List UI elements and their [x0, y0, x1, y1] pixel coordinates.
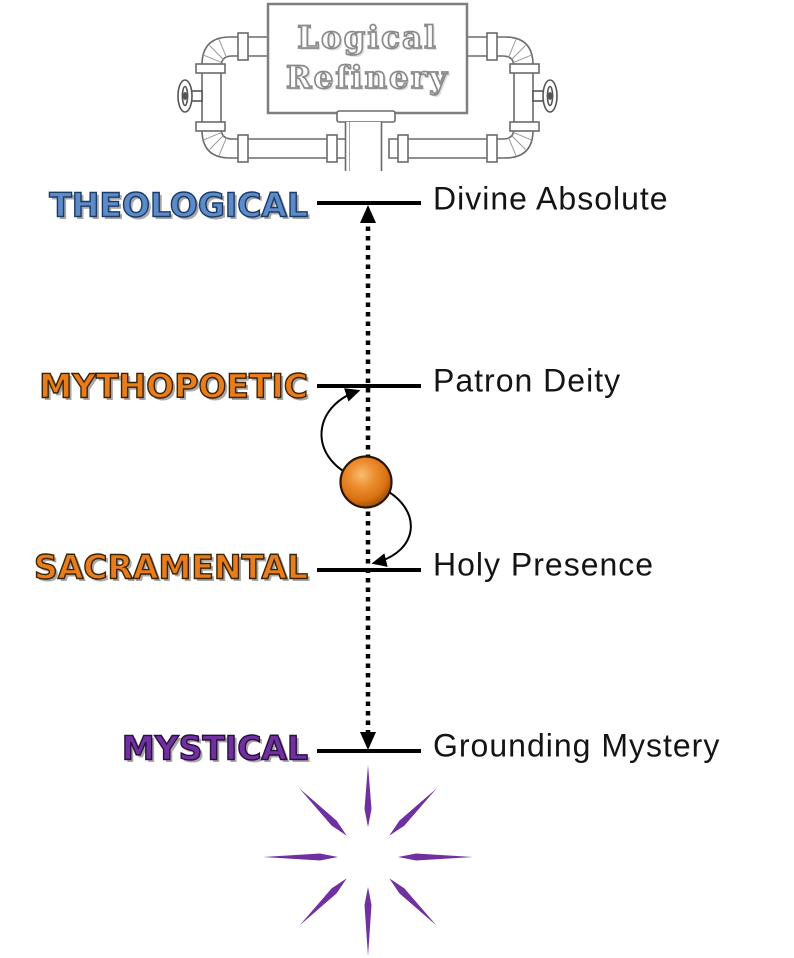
outlet-pipe	[336, 110, 396, 171]
concept-label-patron-deity: Patron Deity	[433, 362, 622, 399]
oscillation-arrows	[320, 388, 412, 567]
elbow-hatching	[203, 39, 532, 156]
refinery-pipes-icon	[177, 32, 558, 163]
level-label-mystical: MYSTICAL	[121, 728, 308, 768]
curved-arrow-up-icon	[320, 388, 361, 477]
level-label-theological: THEOLOGICAL	[49, 185, 309, 225]
right-valve-wheel-icon	[532, 79, 558, 113]
level-label-mythopoetic: MYTHOPOETIC	[39, 366, 309, 406]
orange-sphere-icon	[339, 455, 393, 509]
refinery-title: Logical Refinery	[268, 4, 467, 113]
purple-starburst-icon	[263, 765, 473, 956]
concept-label-divine-absolute: Divine Absolute	[433, 180, 669, 217]
level-label-sacramental: SACRAMENTAL	[33, 547, 308, 587]
axis-down-arrowhead	[360, 732, 376, 750]
curved-arrow-down-icon	[371, 486, 412, 567]
concept-label-holy-presence: Holy Presence	[433, 546, 655, 583]
axis-up-arrowhead	[360, 205, 376, 223]
refinery-title-line2: Refinery	[285, 59, 450, 97]
pipe-flanges	[195, 32, 540, 163]
refinery-title-line1: Logical	[296, 19, 438, 57]
left-valve-wheel-icon	[177, 79, 203, 113]
concept-label-grounding-mystery: Grounding Mystery	[433, 727, 721, 764]
refinery-box	[266, 2, 469, 115]
